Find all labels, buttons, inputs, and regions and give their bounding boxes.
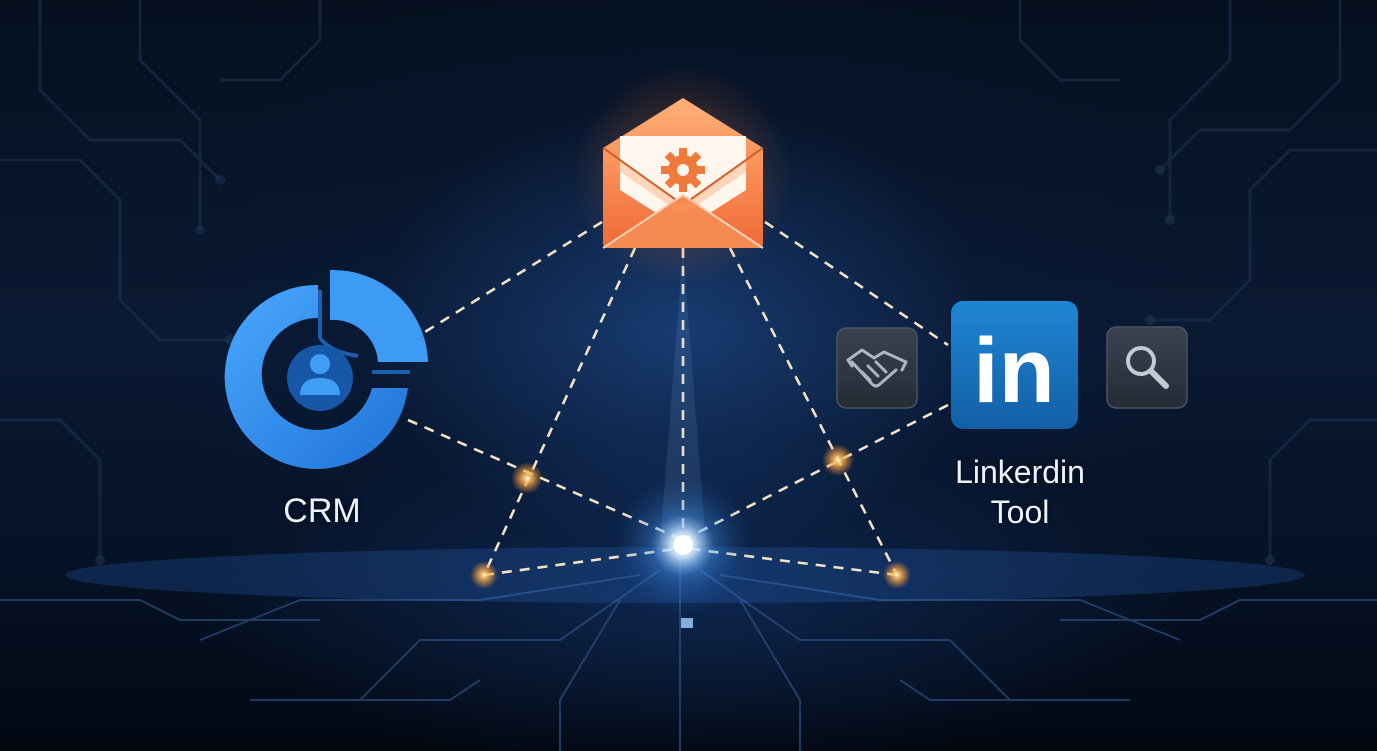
floor-node-right xyxy=(883,561,911,589)
email-node xyxy=(573,65,793,285)
floor-node-left xyxy=(470,561,498,589)
linkedin-label-line2: Tool xyxy=(990,494,1050,530)
linkedin-tool-label: Linkerdin Tool xyxy=(915,452,1125,532)
linkedin-logo xyxy=(951,301,1078,429)
crm-person-ring-icon xyxy=(224,269,428,469)
crm-label: CRM xyxy=(283,492,361,530)
floor-node xyxy=(681,618,693,628)
magnifier-icon xyxy=(1126,346,1169,389)
connector-email-right-node xyxy=(728,247,899,576)
junction-node-right xyxy=(822,444,854,476)
linkedin-logo-text: in xyxy=(973,320,1055,422)
crm-node xyxy=(224,269,428,469)
search-tile xyxy=(1106,326,1188,409)
floor-circuit xyxy=(0,560,1377,751)
handshake-icon xyxy=(846,348,908,388)
connector-email-crm xyxy=(419,220,603,337)
hub-light-beam xyxy=(660,250,706,545)
linkedin-label-line1: Linkerdin xyxy=(955,454,1085,490)
junction-node-left xyxy=(511,462,543,494)
linkedin-node: in xyxy=(951,301,1078,429)
circuit-pads xyxy=(95,165,1275,565)
connector-crm-hub xyxy=(407,418,684,542)
background-circuit xyxy=(0,0,1377,560)
envelope-gear-icon xyxy=(602,98,764,249)
connector-linkedin-hub xyxy=(682,403,949,542)
connector-email-left-node xyxy=(482,247,637,576)
connector-email-linkedin xyxy=(764,220,949,347)
handshake-tile xyxy=(836,327,918,409)
